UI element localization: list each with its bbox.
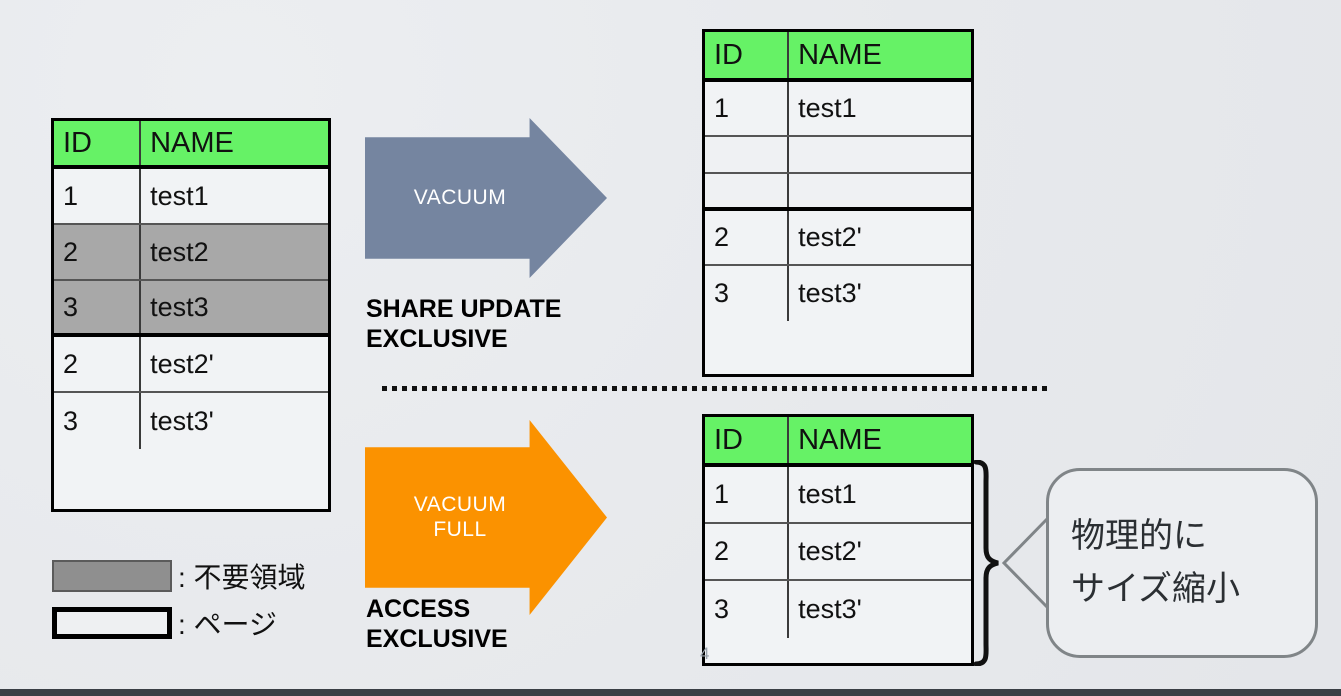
after-vacuum-table: ID NAME 1 test1 2 test2' 3 test3' [702, 29, 974, 377]
vacuum-full-arrow-label-line1: VACUUM [413, 493, 507, 517]
table-row: 3 test3' [54, 393, 328, 449]
lock-label-line1: ACCESS [366, 595, 471, 623]
callout-line2: サイズ縮小 [1071, 570, 1240, 608]
table-row-dead: 2 test2 [54, 225, 328, 281]
share-update-exclusive-lock-label: SHARE UPDATE EXCLUSIVE [366, 294, 561, 354]
cell-id: 1 [54, 169, 142, 223]
legend-item-dead-tuple: : 不要領域 [52, 552, 306, 599]
table-header-row: ID NAME [705, 417, 971, 467]
table-row: 3 test3' [705, 266, 971, 321]
legend-swatch-page [52, 606, 172, 639]
cell-name: test3 [141, 281, 328, 333]
cell-name: test2' [798, 222, 862, 252]
cell-name: test2' [798, 536, 862, 566]
legend: : 不要領域 : ページ [52, 552, 306, 646]
vacuum-arrow-label: VACUUM [413, 185, 507, 209]
vacuum-full-arrow-label-line2: FULL [433, 517, 487, 541]
cell-id: 1 [705, 82, 790, 135]
cell-name [789, 137, 971, 172]
cell-name: test1 [150, 180, 209, 211]
table-row: 2 test2' [705, 524, 971, 581]
lock-label-line1: SHARE UPDATE [366, 295, 562, 323]
brace-icon [973, 460, 999, 666]
callout-tail [1001, 516, 1050, 610]
table-header-row: ID NAME [54, 121, 328, 169]
page-number: 4 [700, 644, 710, 663]
table-row: 2 test2' [54, 337, 328, 393]
cell-id: 2 [705, 524, 790, 579]
column-header-id: ID [705, 417, 790, 463]
cell-id: 3 [54, 281, 142, 333]
cell-name: test2' [150, 348, 214, 379]
column-header-name: NAME [141, 121, 328, 165]
callout-bubble: 物理的に サイズ縮小 [1046, 468, 1318, 658]
cell-name: test2 [141, 225, 328, 279]
vacuum-full-arrow: VACUUM FULL [365, 420, 607, 615]
cell-name: test3' [798, 594, 862, 624]
column-header-name: NAME [789, 417, 971, 463]
cell-id [705, 137, 790, 172]
table-header-row: ID NAME [705, 32, 971, 82]
column-header-name: NAME [789, 32, 971, 78]
table-row-empty [705, 137, 971, 174]
vacuum-arrow: VACUUM [365, 118, 607, 278]
cell-id: 2 [54, 337, 142, 391]
legend-label: : 不要領域 [178, 561, 306, 593]
table-row: 1 test1 [54, 169, 328, 225]
legend-item-page: : ページ [52, 599, 306, 646]
column-header-id: ID [705, 32, 790, 78]
cell-name: test3' [150, 405, 214, 436]
table-row: 1 test1 [705, 467, 971, 524]
lock-label-line2: EXCLUSIVE [366, 625, 508, 653]
table-row: 2 test2' [705, 211, 971, 266]
legend-label: : ページ [178, 608, 277, 640]
cell-id [705, 174, 790, 207]
after-vacuum-full-table: ID NAME 1 test1 2 test2' 3 test3' [702, 414, 974, 666]
vacuum-full-arrow-label: VACUUM FULL [414, 493, 506, 541]
cell-id: 3 [54, 393, 142, 449]
table-row-dead: 3 test3 [54, 281, 328, 337]
cell-name: test1 [798, 93, 857, 123]
cell-name: test3' [798, 278, 862, 308]
cell-id: 2 [705, 211, 790, 264]
section-divider [382, 386, 1050, 391]
slide-bottom-edge [0, 689, 1341, 696]
cell-id: 1 [705, 467, 790, 522]
column-header-id: ID [54, 121, 142, 165]
cell-name [789, 174, 971, 207]
cell-id: 3 [705, 266, 790, 321]
cell-id: 2 [54, 225, 142, 279]
access-exclusive-lock-label: ACCESS EXCLUSIVE [366, 594, 508, 654]
cell-id: 3 [705, 581, 790, 638]
lock-label-line2: EXCLUSIVE [366, 325, 508, 353]
before-vacuum-table: ID NAME 1 test1 2 test2 3 test3 2 test2'… [51, 118, 331, 512]
cell-name: test1 [798, 479, 857, 509]
table-row: 3 test3' [705, 581, 971, 638]
table-row-empty [705, 174, 971, 211]
table-row: 1 test1 [705, 82, 971, 137]
legend-swatch-gray [52, 559, 172, 592]
callout-line1: 物理的に [1071, 517, 1207, 556]
